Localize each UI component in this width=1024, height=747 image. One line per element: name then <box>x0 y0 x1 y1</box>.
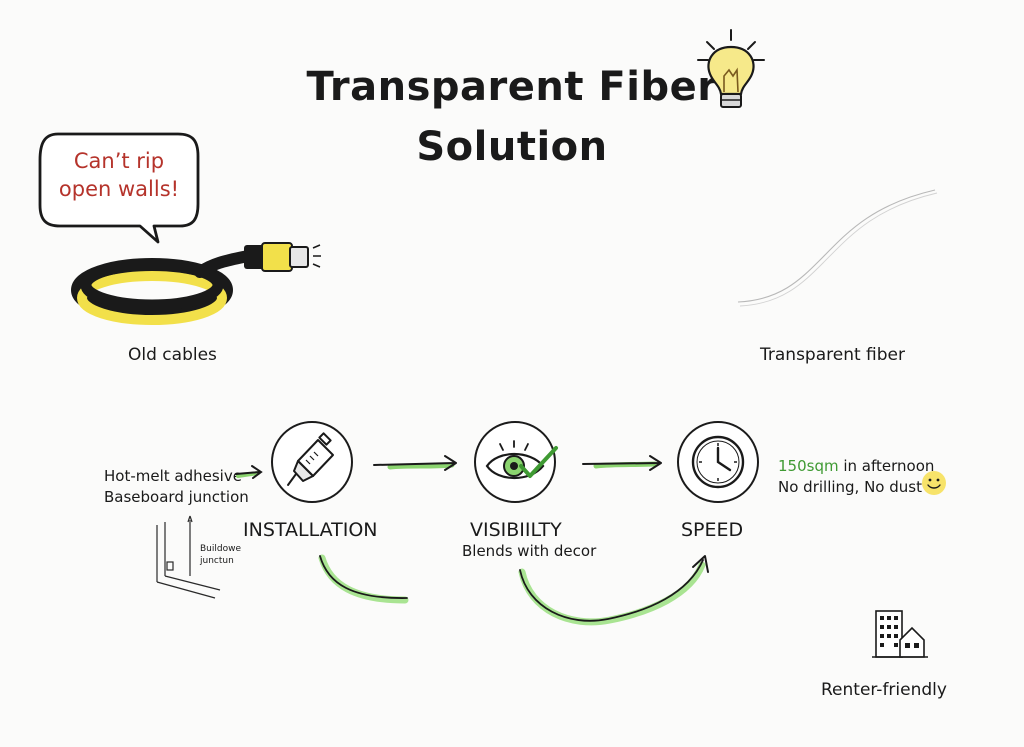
title-line-2: Solution <box>416 124 608 170</box>
sketch-note-line-2: junctun <box>200 556 234 566</box>
transparent-fiber-label: Transparent fiber <box>760 345 905 365</box>
speed-note-line-1-rest: in afternoon <box>838 457 935 475</box>
visibility-sublabel: Blends with decor <box>462 542 597 560</box>
installation-note-line-1: Hot-melt adhesive <box>104 467 242 485</box>
renter-friendly-label: Renter-friendly <box>821 680 947 700</box>
speed-label: SPEED <box>681 519 744 541</box>
title-line-1: Transparent Fiber <box>306 64 718 110</box>
speed-note-line-2: No drilling, No dust <box>778 478 922 496</box>
bubble-line-1: Can’t rip <box>73 149 165 173</box>
old-cables-label: Old cables <box>128 345 217 365</box>
bubble-line-2: open walls! <box>58 177 180 201</box>
speed-note-highlight: 150sqm <box>778 457 839 475</box>
installation-label: INSTALLATION <box>243 519 378 541</box>
speed-note-line-1: 150sqm in afternoon <box>778 455 934 477</box>
installation-note-line-2: Baseboard junction <box>104 488 249 506</box>
visibility-label: VISIBIILTY <box>470 519 562 541</box>
speed-circle <box>677 421 759 503</box>
sketch-note-line-1: Buildowe <box>200 544 241 554</box>
